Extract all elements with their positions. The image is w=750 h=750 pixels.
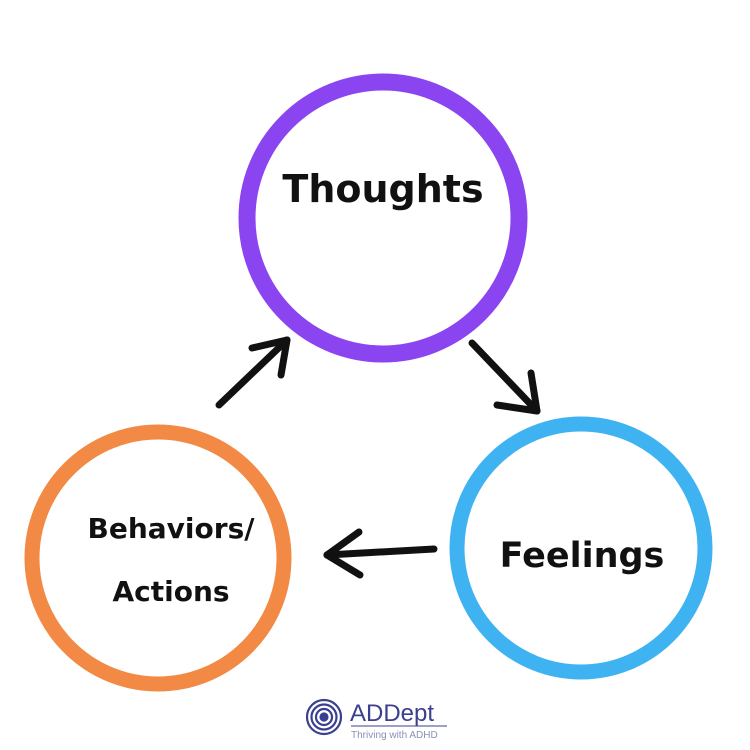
arrow-thoughts-to-feelings <box>468 339 541 415</box>
arrow-behaviors-to-thoughts <box>215 336 291 409</box>
behaviors-label-line2: Actions <box>112 575 229 608</box>
thoughts-circle <box>238 73 528 363</box>
feelings-circle <box>449 416 713 680</box>
behaviors-actions-circle <box>24 424 292 692</box>
concentric-circles-icon <box>305 698 343 736</box>
thoughts-label: Thoughts <box>282 167 483 211</box>
arrow-feelings-to-behaviors <box>323 528 438 579</box>
logo-tagline: Thriving with ADHD <box>351 730 438 741</box>
behaviors-label-line1: Behaviors/ <box>88 512 256 545</box>
logo-name: ADDept <box>350 700 434 727</box>
feelings-label: Feelings <box>500 536 665 576</box>
addept-logo: ADDept Thriving with ADHD <box>305 698 447 741</box>
